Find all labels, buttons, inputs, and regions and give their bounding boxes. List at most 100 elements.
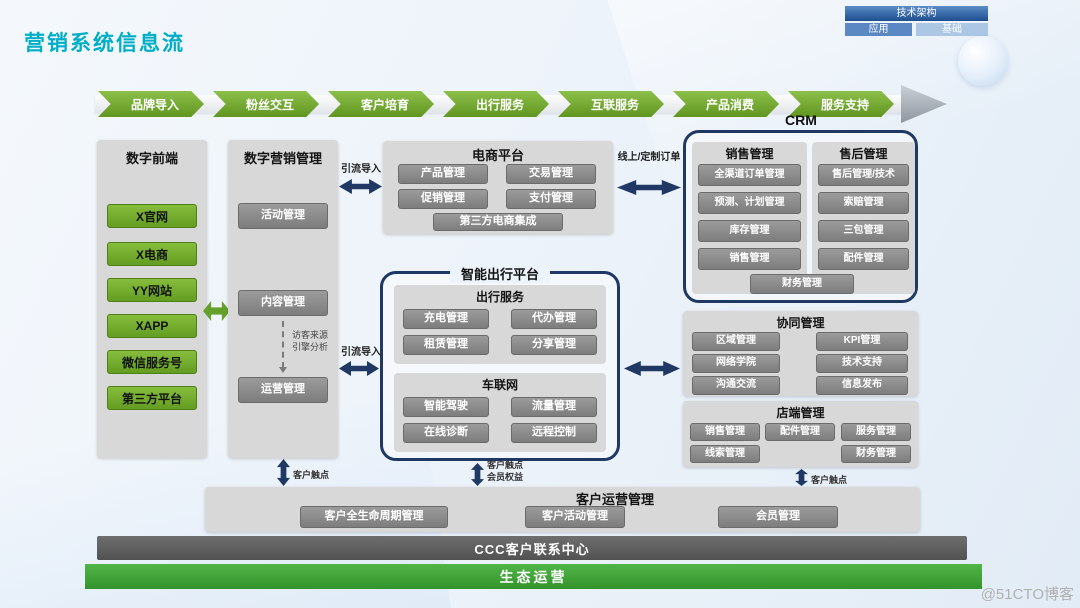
flow-arrowhead [901, 85, 947, 123]
customer-ops-item-2: 客户活动管理 [525, 506, 625, 528]
crm-aftersales-item-2: 索赔管理 [818, 192, 909, 214]
ecommerce-item-3: 促销管理 [398, 189, 488, 209]
visitor-note-line2: 引擎分析 [292, 341, 329, 352]
marketing-item-3: 运营管理 [238, 377, 328, 403]
frontend-item-6: 第三方平台 [107, 386, 197, 410]
crm-sales-item-4: 销售管理 [698, 248, 801, 270]
travel-item-1: 充电管理 [403, 309, 489, 329]
customer-ops-item-3: 会员管理 [718, 506, 838, 528]
store-panel: 店端管理 销售管理 配件管理 服务管理 线索管理 财务管理 [683, 401, 918, 467]
frontend-item-1: X官网 [107, 204, 197, 228]
touchpoint-label-3: 客户触点 [811, 475, 848, 485]
customer-ops-title: 客户运营管理 [575, 492, 654, 507]
store-item-1: 销售管理 [690, 423, 760, 441]
travel-service-title: 出行服务 [475, 290, 524, 304]
iov-panel: 车联网 智能驾驶 流量管理 在线诊断 远程控制 [394, 373, 606, 452]
page-title: 营销系统信息流 [24, 32, 185, 55]
travel-collab-arrow [624, 361, 680, 376]
digital-frontend-panel: 数字前端 X官网 X电商 YY网站 XAPP 微信服务号 第三方平台 [97, 140, 207, 458]
crm-sales-item-3: 库存管理 [698, 220, 801, 242]
crm-aftersales-item-3: 三包管理 [818, 220, 909, 242]
inflow-bottom-label: 引流导入 [341, 347, 381, 358]
store-item-4: 线索管理 [690, 445, 760, 463]
crm-sales-title: 销售管理 [725, 147, 774, 161]
collab-right-1: KPI管理 [816, 332, 908, 351]
marketing-ecommerce-arrow [339, 179, 382, 194]
visitor-analysis-dashed-arrow [282, 321, 284, 368]
store-item-2: 配件管理 [765, 423, 835, 441]
ecommerce-item-4: 支付管理 [506, 189, 596, 209]
collab-right-3: 信息发布 [816, 376, 908, 395]
ccc-contact-center-bar: CCC客户联系中心 [97, 536, 967, 560]
collab-right-2: 技术支持 [816, 354, 908, 373]
frontend-marketing-arrow [203, 301, 230, 321]
marketing-customerops-arrow [277, 459, 290, 486]
tab-tech-architecture: 技术架构 [845, 6, 988, 21]
frontend-item-4: XAPP [107, 314, 197, 338]
collab-title: 协同管理 [776, 316, 825, 330]
travel-service-panel: 出行服务 充电管理 代办管理 租赁管理 分享管理 [394, 285, 606, 364]
orders-label: 线上/定制订单 [617, 152, 681, 163]
decor-sphere [958, 36, 1008, 86]
customer-ops-panel: 客户运营管理 客户全生命周期管理 客户活动管理 会员管理 [205, 487, 920, 532]
ecommerce-item-1: 产品管理 [398, 164, 488, 184]
visitor-analysis-arrowhead [279, 367, 287, 373]
travel-customerops-arrow [471, 463, 484, 486]
crm-finance-item: 财务管理 [750, 274, 854, 294]
marketing-item-1: 活动管理 [238, 203, 328, 229]
ecommerce-panel: 电商平台 产品管理 交易管理 促销管理 支付管理 第三方电商集成 [383, 141, 613, 234]
digital-marketing-panel: 数字营销管理 活动管理 内容管理 运营管理 访客来源 引擎分析 [228, 140, 338, 458]
ecommerce-title: 电商平台 [471, 148, 524, 163]
watermark: @51CTO博客 [980, 586, 1074, 603]
iov-item-2: 流量管理 [511, 397, 597, 417]
tab-foundation: 基础 [916, 23, 988, 36]
flow-step-6: 产品消费 [673, 91, 779, 117]
crm-aftersales-panel: 售后管理 售后管理/技术 索赔管理 三包管理 配件管理 [812, 142, 915, 294]
crm-aftersales-item-4: 配件管理 [818, 248, 909, 270]
iov-item-3: 在线诊断 [403, 423, 489, 443]
collab-left-3: 沟通交流 [692, 376, 780, 395]
frontend-item-3: YY网站 [107, 278, 197, 302]
crm-sales-panel: 销售管理 全渠道订单管理 预测、计划管理 库存管理 销售管理 [692, 142, 807, 294]
travel-item-4: 分享管理 [511, 335, 597, 355]
collab-left-1: 区域管理 [692, 332, 780, 351]
inflow-top-label: 引流导入 [341, 164, 381, 175]
store-item-3: 服务管理 [841, 423, 911, 441]
digital-marketing-title: 数字营销管理 [243, 151, 322, 166]
touchpoint-label-1: 客户触点 [293, 470, 330, 480]
flow-step-1: 品牌导入 [98, 91, 204, 117]
collab-left-2: 网络学院 [692, 354, 780, 373]
crm-sales-item-2: 预测、计划管理 [698, 192, 801, 214]
member-rights-label: 会员权益 [487, 472, 524, 482]
crm-container: CRM 销售管理 全渠道订单管理 预测、计划管理 库存管理 销售管理 售后管理 … [683, 112, 918, 303]
iov-title: 车联网 [481, 378, 518, 392]
crm-aftersales-item-1: 售后管理/技术 [818, 164, 909, 186]
flow-step-5: 互联服务 [558, 91, 664, 117]
crm-aftersales-title: 售后管理 [839, 147, 888, 161]
frontend-item-5: 微信服务号 [107, 350, 197, 374]
store-title: 店端管理 [776, 406, 825, 420]
store-item-5: 财务管理 [841, 445, 911, 463]
eco-operations-bar: 生态运营 [85, 564, 982, 589]
marketing-item-2: 内容管理 [238, 290, 328, 316]
crm-customerops-arrow [795, 469, 808, 486]
ecommerce-crm-arrow [617, 180, 681, 195]
flow-step-4: 出行服务 [443, 91, 549, 117]
flow-step-2: 粉丝交互 [213, 91, 319, 117]
travel-item-2: 代办管理 [511, 309, 597, 329]
smart-travel-title: 智能出行平台 [450, 264, 550, 283]
crm-label: CRM [785, 112, 817, 128]
tab-application: 应用 [845, 23, 912, 36]
customer-ops-item-1: 客户全生命周期管理 [300, 506, 448, 528]
visitor-analysis-note: 访客来源 引擎分析 [292, 330, 328, 353]
ecommerce-integration: 第三方电商集成 [433, 213, 563, 231]
touchpoint-label-2: 客户触点 [487, 460, 524, 470]
flow-step-7: 服务支持 [788, 91, 894, 117]
travel-item-3: 租赁管理 [403, 335, 489, 355]
ecommerce-item-2: 交易管理 [506, 164, 596, 184]
crm-sales-item-1: 全渠道订单管理 [698, 164, 801, 186]
marketing-travel-arrow [339, 361, 379, 376]
smart-travel-container: 智能出行平台 出行服务 充电管理 代办管理 租赁管理 分享管理 车联网 智能驾驶… [380, 264, 620, 461]
digital-frontend-title: 数字前端 [125, 151, 178, 166]
